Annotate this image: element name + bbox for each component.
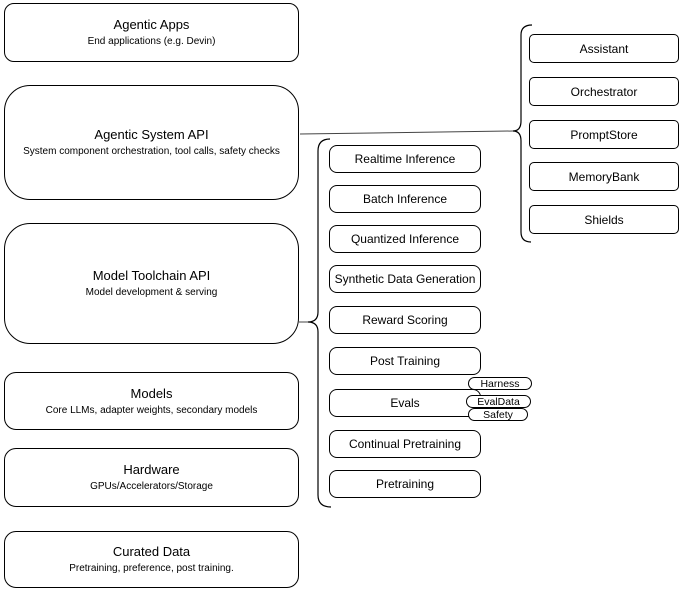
box-continual-pretraining: Continual Pretraining bbox=[329, 430, 481, 458]
box-memorybank: MemoryBank bbox=[529, 162, 679, 191]
box-title: Models bbox=[130, 385, 173, 401]
box-label: Pretraining bbox=[375, 477, 435, 491]
box-realtime-inference: Realtime Inference bbox=[329, 145, 481, 173]
box-shields: Shields bbox=[529, 205, 679, 234]
box-label: Orchestrator bbox=[570, 84, 638, 99]
box-label: Batch Inference bbox=[362, 192, 448, 206]
box-batch-inference: Batch Inference bbox=[329, 185, 481, 213]
box-label: Assistant bbox=[579, 41, 629, 56]
box-synthetic-data-generation: Synthetic Data Generation bbox=[329, 265, 481, 293]
box-label: Evals bbox=[390, 396, 420, 410]
middle-column-brace bbox=[307, 138, 332, 508]
system-api-connector-line bbox=[299, 130, 514, 135]
box-model-toolchain-api: Model Toolchain API Model development & … bbox=[4, 223, 299, 344]
pill-label: EvalData bbox=[477, 395, 520, 408]
box-title: Agentic System API bbox=[94, 127, 209, 142]
box-title: Model Toolchain API bbox=[92, 268, 211, 283]
box-label: Post Training bbox=[369, 354, 441, 368]
box-curated-data: Curated Data Pretraining, preference, po… bbox=[4, 531, 299, 588]
box-subtitle: System component orchestration, tool cal… bbox=[23, 146, 280, 157]
box-hardware: Hardware GPUs/Accelerators/Storage bbox=[4, 448, 299, 507]
box-agentic-apps: Agentic Apps End applications (e.g. Devi… bbox=[4, 3, 299, 62]
box-agentic-system-api: Agentic System API System component orch… bbox=[4, 85, 299, 200]
box-subtitle: End applications (e.g. Devin) bbox=[87, 36, 216, 47]
box-pretraining: Pretraining bbox=[329, 470, 481, 498]
box-quantized-inference: Quantized Inference bbox=[329, 225, 481, 253]
box-label: Reward Scoring bbox=[362, 313, 448, 327]
box-label: Synthetic Data Generation bbox=[334, 272, 476, 286]
box-label: Quantized Inference bbox=[350, 232, 460, 246]
box-subtitle: Pretraining, preference, post training. bbox=[69, 563, 234, 574]
box-title: Hardware bbox=[123, 462, 180, 477]
box-title: Agentic Apps bbox=[113, 17, 190, 32]
box-models: Models Core LLMs, adapter weights, secon… bbox=[4, 372, 299, 430]
box-label: MemoryBank bbox=[568, 169, 640, 184]
pill-harness: Harness bbox=[468, 377, 532, 390]
box-assistant: Assistant bbox=[529, 34, 679, 63]
box-title: Curated Data bbox=[112, 544, 191, 559]
box-label: Continual Pretraining bbox=[348, 437, 462, 451]
pill-label: Harness bbox=[480, 377, 520, 390]
box-label: PromptStore bbox=[570, 127, 638, 142]
pill-safety: Safety bbox=[468, 408, 528, 421]
box-subtitle: Core LLMs, adapter weights, secondary mo… bbox=[45, 404, 258, 416]
box-label: Shields bbox=[584, 212, 624, 227]
box-label: Realtime Inference bbox=[354, 152, 456, 166]
pill-label: Safety bbox=[483, 408, 513, 421]
box-orchestrator: Orchestrator bbox=[529, 77, 679, 106]
box-subtitle: GPUs/Accelerators/Storage bbox=[90, 481, 213, 492]
box-post-training: Post Training bbox=[329, 347, 481, 375]
pill-evaldata: EvalData bbox=[466, 395, 531, 408]
box-subtitle: Model development & serving bbox=[85, 287, 218, 298]
box-reward-scoring: Reward Scoring bbox=[329, 306, 481, 334]
box-promptstore: PromptStore bbox=[529, 120, 679, 149]
box-evals: Evals bbox=[329, 389, 481, 417]
